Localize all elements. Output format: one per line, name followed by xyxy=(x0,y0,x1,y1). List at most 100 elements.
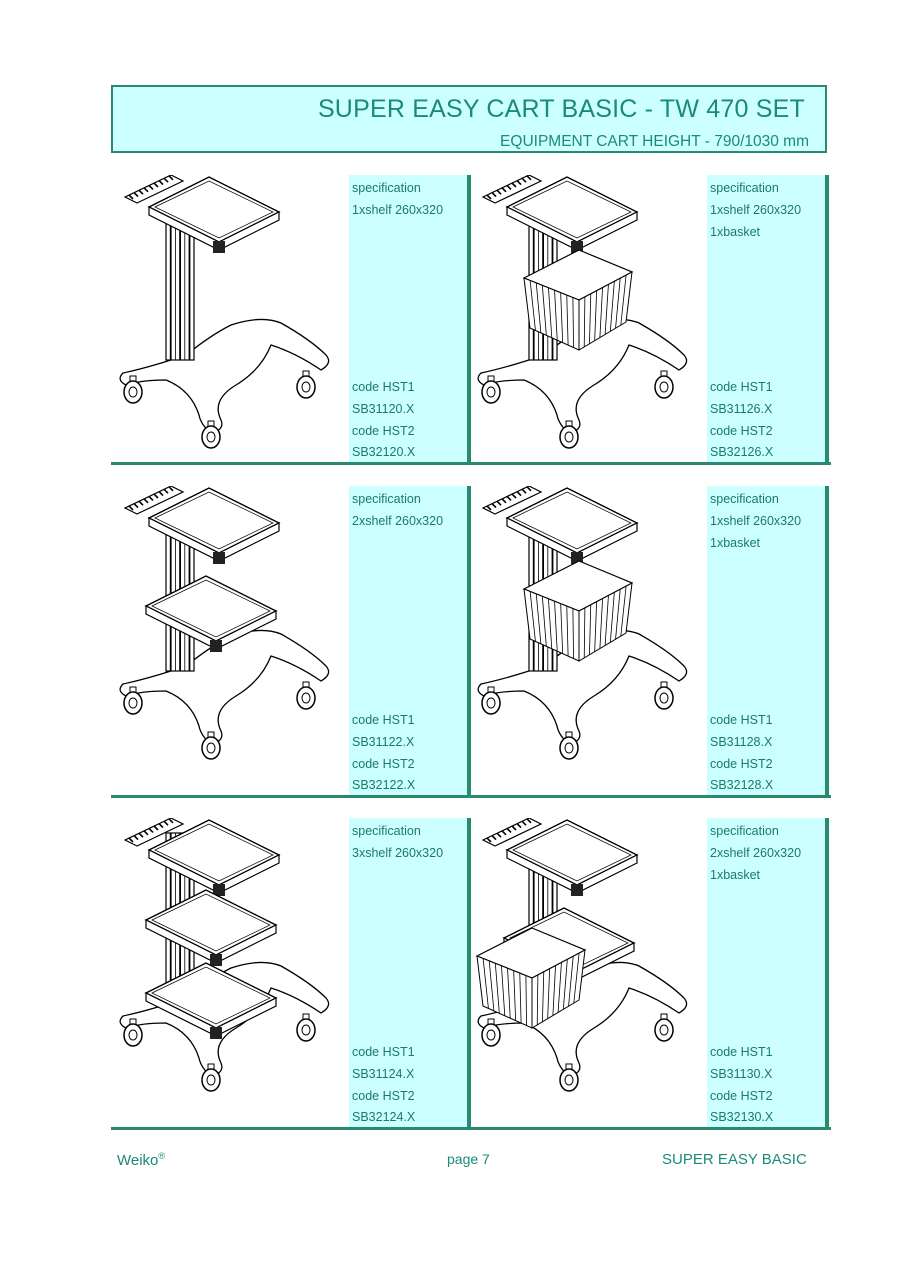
basket-wire xyxy=(599,287,603,338)
handle-grip xyxy=(496,500,502,506)
handle-grip xyxy=(516,823,522,829)
cart-illustration xyxy=(475,818,688,1092)
basket-wire xyxy=(542,971,545,1022)
code-label: code HST2 xyxy=(710,757,773,771)
shelf-inner-rim xyxy=(151,579,271,638)
footer-brand: Weiko® xyxy=(117,1151,165,1169)
handle-grip xyxy=(133,192,139,198)
basket-wire xyxy=(568,956,574,1007)
caster-hub xyxy=(564,742,574,754)
handle-grip xyxy=(501,830,507,836)
shelf-inner-rim xyxy=(151,893,271,952)
spec-label: specification xyxy=(710,181,779,195)
spec-box: specification 3xshelf 260x320 code HST1 … xyxy=(349,818,471,1127)
handle-grip xyxy=(143,830,149,836)
handle-grip xyxy=(511,493,517,499)
basket-wire xyxy=(501,965,506,1016)
caster-hub xyxy=(486,1029,496,1041)
handle-grip xyxy=(168,818,174,824)
basket-wire xyxy=(488,960,495,1011)
shelf-bracket xyxy=(210,954,222,966)
brand-name: Weiko xyxy=(117,1152,159,1169)
caster-hub xyxy=(564,1074,574,1086)
handle-grip xyxy=(521,820,527,826)
handle-grip xyxy=(138,500,144,506)
basket-wire xyxy=(529,591,536,642)
caster-hub xyxy=(301,692,311,704)
basket-wire xyxy=(519,973,522,1024)
basket-wire xyxy=(620,586,627,637)
handle-grip xyxy=(496,832,502,838)
code-label: code HST1 xyxy=(352,380,415,394)
basket-wire xyxy=(604,595,609,646)
shelf-inner-rim xyxy=(154,823,274,882)
handle-grip xyxy=(486,505,492,511)
basket-wire xyxy=(604,284,609,335)
handle-grip xyxy=(148,495,154,501)
basket-wire xyxy=(609,592,615,643)
product-panel: specification 1xshelf 260x320 1xbasket c… xyxy=(469,486,831,798)
handle-grip xyxy=(153,493,159,499)
cart-handle xyxy=(123,486,185,515)
caster-hub xyxy=(206,742,216,754)
basket-wire xyxy=(583,296,586,347)
product-panel: specification 1xshelf 260x320 code HST1 … xyxy=(111,175,473,465)
handle-grip xyxy=(153,182,159,188)
basket-wire xyxy=(507,968,511,1019)
handle-grip xyxy=(158,491,164,497)
handle-grip xyxy=(133,835,139,841)
handle-grip xyxy=(506,827,512,833)
caster-hub xyxy=(659,692,669,704)
basket-wire xyxy=(513,970,517,1021)
caster-hub xyxy=(206,431,216,443)
code-value: SB32130.X xyxy=(710,1110,774,1124)
caster-hub xyxy=(486,386,496,398)
basket-wire xyxy=(609,281,615,332)
spec-box: specification 2xshelf 260x320 1xbasket c… xyxy=(707,818,829,1127)
basket-wire xyxy=(552,965,556,1016)
code-value: SB32120.X xyxy=(352,445,416,459)
handle-grip xyxy=(153,825,159,831)
cart-illustration xyxy=(477,175,688,449)
basket-wire xyxy=(566,295,569,346)
handle-grip xyxy=(148,827,154,833)
basket-wire xyxy=(566,606,569,657)
basket-wire xyxy=(541,596,547,647)
handle-grip xyxy=(521,177,527,183)
shelf-inner-rim xyxy=(151,966,271,1025)
handle-grip xyxy=(163,820,169,826)
handle-grip xyxy=(158,823,164,829)
code-label: code HST2 xyxy=(710,1089,773,1103)
spec-line: 3xshelf 260x320 xyxy=(352,846,444,860)
handle-grip xyxy=(511,825,517,831)
handle-grip xyxy=(511,182,517,188)
basket-wire xyxy=(572,297,574,348)
shelf-inner-rim xyxy=(154,491,274,550)
spec-label: specification xyxy=(352,181,421,195)
code-label: code HST2 xyxy=(352,424,415,438)
basket-wire xyxy=(599,598,603,649)
basket-wire xyxy=(620,275,627,326)
cart-handle xyxy=(481,175,543,204)
code-label: code HST1 xyxy=(710,380,773,394)
basket-wire xyxy=(573,953,580,1004)
basket-wire xyxy=(572,608,574,659)
basket-wire xyxy=(554,290,558,341)
handle-grip xyxy=(506,495,512,501)
spec-box: specification 1xshelf 260x320 1xbasket c… xyxy=(707,175,829,462)
basket-wire xyxy=(535,593,542,644)
handle-grip xyxy=(526,818,532,824)
spec-line: 1xbasket xyxy=(710,868,761,882)
footer-product-name: SUPER EASY BASIC xyxy=(662,1151,807,1168)
basket-wire xyxy=(615,278,621,329)
spec-line: 1xshelf 260x320 xyxy=(710,514,802,528)
handle-grip xyxy=(506,184,512,190)
code-label: code HST1 xyxy=(352,713,415,727)
footer-page-number: page 7 xyxy=(447,1151,490,1167)
handle-grip xyxy=(516,180,522,186)
code-value: SB31122.X xyxy=(352,735,415,749)
basket-wire xyxy=(548,598,553,649)
spec-line: 1xshelf 260x320 xyxy=(710,203,802,217)
handle-grip xyxy=(501,187,507,193)
handle-grip xyxy=(516,491,522,497)
